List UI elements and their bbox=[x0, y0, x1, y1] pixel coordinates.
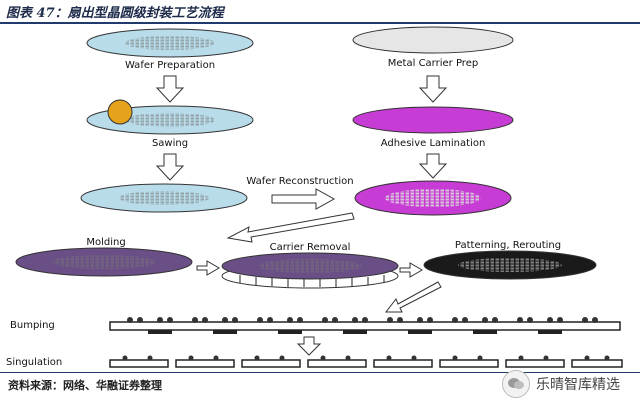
title-rule bbox=[0, 22, 640, 24]
source-note: 资料来源：网络、华融证券整理 bbox=[8, 379, 162, 392]
die-grid bbox=[52, 255, 156, 269]
arrow-right-icon bbox=[196, 260, 220, 276]
carrier-removal-label: Carrier Removal bbox=[270, 242, 351, 253]
watermark-text: 乐晴智库精选 bbox=[536, 377, 620, 393]
down-arrows bbox=[239, 275, 385, 287]
die-grid bbox=[125, 36, 215, 50]
reconstructed-wafer bbox=[354, 180, 512, 216]
singulated-bumps bbox=[122, 355, 610, 361]
sawing-label: Sawing bbox=[152, 138, 188, 149]
molding-step: Molding bbox=[15, 237, 193, 277]
adhesive-lamination-label: Adhesive Lamination bbox=[381, 138, 486, 149]
molding-label: Molding bbox=[86, 237, 125, 248]
bumping-label: Bumping bbox=[10, 320, 55, 331]
wafer-reconstruction-label: Wafer Reconstruction bbox=[246, 176, 353, 187]
arrow-diagonal-icon bbox=[384, 281, 442, 313]
footer-rule bbox=[0, 372, 640, 373]
patterning-step: Patterning, Rerouting bbox=[423, 240, 597, 280]
figure-title: 图表 47：扇出型晶圆级封装工艺流程 bbox=[6, 6, 224, 21]
arrow-right-icon bbox=[271, 188, 336, 210]
process-diagram: Wafer Preparation Sawing Metal Carrier P… bbox=[6, 26, 623, 368]
watermark: 乐晴智库精选 bbox=[502, 370, 620, 398]
patterning-label: Patterning, Rerouting bbox=[455, 240, 561, 251]
die-grid bbox=[458, 258, 562, 272]
arrow-down-icon bbox=[155, 153, 185, 181]
arrow-down-icon bbox=[296, 336, 322, 356]
wechat-icon bbox=[502, 370, 530, 398]
adhesive-lamination-step: Adhesive Lamination bbox=[352, 106, 514, 149]
arrow-right-icon bbox=[399, 262, 423, 278]
arrow-diagonal-icon bbox=[226, 212, 355, 243]
die-grid bbox=[125, 113, 215, 127]
sawing-step: Sawing bbox=[86, 99, 254, 149]
arrow-down-icon bbox=[418, 153, 448, 179]
bumped-strip bbox=[109, 317, 621, 334]
wafer-preparation-label: Wafer Preparation bbox=[125, 60, 215, 71]
singulated-packages bbox=[109, 359, 623, 368]
bump-row bbox=[127, 317, 598, 323]
carrier-removal-step: Carrier Removal bbox=[221, 242, 399, 289]
diced-wafer bbox=[80, 183, 248, 213]
singulation-label: Singulation bbox=[6, 357, 62, 368]
saw-blade-icon bbox=[107, 99, 133, 125]
metal-carrier-label: Metal Carrier Prep bbox=[388, 58, 478, 69]
die-grid bbox=[258, 259, 362, 273]
die-blocks bbox=[148, 330, 562, 334]
arrow-down-icon bbox=[418, 75, 448, 103]
die-grid bbox=[385, 189, 481, 207]
arrow-down-icon bbox=[155, 75, 185, 103]
metal-carrier-step: Metal Carrier Prep bbox=[352, 26, 514, 69]
die-grid bbox=[119, 191, 209, 205]
wafer-preparation-step: Wafer Preparation bbox=[86, 28, 254, 71]
